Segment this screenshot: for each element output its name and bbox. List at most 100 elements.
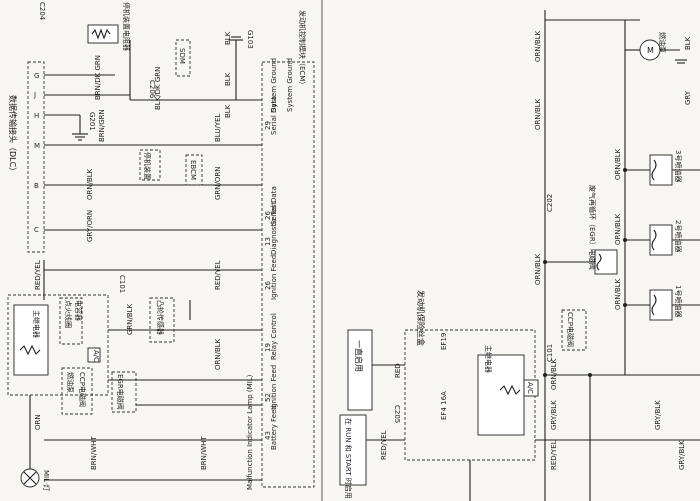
ecm-pin-7-num: 19 <box>264 343 272 352</box>
rwire-blk: BLK <box>684 36 692 50</box>
ac-right-label: A/C <box>526 382 534 394</box>
ecm-pin-6: Ignition Feed <box>270 255 278 300</box>
rwire-gry-blk-1: GRY/BLK <box>550 400 558 430</box>
egr-label: 废气再循环（EGR）电磁阀 <box>588 185 597 270</box>
run-start-label: 在 RUN 和 START 时启用 <box>344 418 353 499</box>
ecm-pin-5-num: 13 <box>264 237 272 246</box>
ecm-pin-8: Ignition Feed <box>270 365 278 410</box>
main-relay <box>13 304 49 376</box>
wire-label-orn: ORN <box>34 414 42 430</box>
injector-2-label: 2号喷油器 <box>674 220 683 252</box>
rwire-red: RED <box>394 363 402 378</box>
coil-label: 点火线圈 <box>64 300 73 328</box>
dlc-wires <box>44 40 262 231</box>
cam-sensor-box <box>149 297 175 343</box>
rwire-orn-blk-5: ORN/BLK <box>614 213 622 245</box>
ecm-pin-1: Serial Data <box>270 96 278 135</box>
wire-label-blk-1: BLK <box>224 31 232 45</box>
wire-label-red-yel-2: RED/YEL <box>214 260 222 290</box>
wire-label-blu-yel: BLU/YEL <box>214 113 222 142</box>
rwire-orn-blk-6: ORN/BLK <box>614 278 622 310</box>
g103-label: G103 <box>246 30 254 49</box>
always-hot-label: 一直启用 <box>354 340 364 372</box>
ecm-pin-4: Serial Data <box>270 186 278 225</box>
stop-device-label: 停机装置 <box>143 152 152 180</box>
run-start-box <box>339 414 367 486</box>
dlc-title: 数据传输接头（DLC） <box>8 95 18 175</box>
coil-box <box>59 297 83 345</box>
right-diagram: M 燃油泵 3号喷油器 2号喷油器 1号喷油器 废气再循环（EGR）电磁阀 <box>339 10 700 501</box>
stop-resistor-label: 停机装置电阻器 <box>122 2 131 51</box>
ground-g103: G103 <box>229 30 262 101</box>
wire-label-grn-orn: GRN/ORN <box>214 167 222 201</box>
main-relay-right <box>477 354 525 436</box>
stop-device-box <box>139 149 161 181</box>
ecm-pin-mil: Malfunction Indicator Lamp (MIL) <box>246 374 254 490</box>
c204-top-label: C204 <box>38 2 46 21</box>
ebcm-box <box>185 154 203 186</box>
rwire-gry-blk-2: GRY/BLK <box>654 400 662 430</box>
fuel-pump-relay-label: 燃油泵 <box>66 372 75 393</box>
rwire-red-yel-1: RED/YEL <box>380 430 388 460</box>
ecm-pin-2: System Ground <box>270 58 278 112</box>
right-wire-labels: ORN/BLK ORN/BLK ORN/BLK ORN/BLK ORN/BLK … <box>380 30 692 470</box>
sdm-box <box>175 39 191 77</box>
ground-g201: G201 <box>72 112 96 141</box>
fuse-rating: EF4 16A <box>440 391 448 420</box>
cam-sensor-label: 凸轮传感器 <box>156 300 165 335</box>
always-hot-box <box>347 329 373 411</box>
fuel-pump-label: 燃油泵 <box>658 32 667 53</box>
dlc-pin-g: G <box>34 72 39 80</box>
dlc-pin-b: B <box>34 182 39 190</box>
egr-solenoid-label: EGR电磁阀 <box>116 374 125 410</box>
ecm-pin-6-num: 26 <box>264 281 272 290</box>
relay-wires <box>29 260 262 481</box>
g201-label: G201 <box>88 112 96 131</box>
ecm-pin-1-num: 29 <box>264 121 272 130</box>
wire-label-brn-dkgrn: BRN/DK GRN <box>94 55 102 100</box>
wire-label-grn-blk: GRN/BLK <box>126 303 134 335</box>
dlc-pin-j: J <box>33 91 36 99</box>
ecm-pin-labels: Serial Data 29 System Ground System Grou… <box>246 58 294 490</box>
c101-right-label: C101 <box>546 344 554 362</box>
ac-box-right <box>523 379 539 397</box>
wire-label-blk-dkgrn: BLK/DK GRN <box>154 67 162 110</box>
ac-relay <box>87 347 101 363</box>
fuse-box-label: 发动机保险丝盒 <box>416 290 426 346</box>
wire-label-brn-wht-2: BRN/WHT <box>200 436 208 470</box>
rwire-orn-blk-1: ORN/BLK <box>534 30 542 62</box>
c202-label: C202 <box>546 194 554 212</box>
dlc-pin-m: M <box>34 142 40 150</box>
wire-label-brn-grn: BRN/GRN <box>98 109 106 142</box>
injector-1 <box>649 289 673 321</box>
ecm-title: 发动机控制模块（ECM） <box>298 10 307 88</box>
injector-1-label: 1号喷油器 <box>674 285 683 317</box>
ecm-pin-9: Battery Feed <box>270 405 278 450</box>
ecm-pin-5: Diagnostic Test <box>270 202 278 255</box>
injector-3-label: 3号喷油器 <box>674 150 683 182</box>
rwire-orn-blk-2: ORN/BLK <box>534 98 542 130</box>
left-diagram: 发动机控制模块（ECM） 数据传输接头（DLC） G J H M B C 停机装 <box>7 0 323 501</box>
injectors: 3号喷油器 2号喷油器 1号喷油器 <box>625 150 700 321</box>
main-relay-label: 主继电器 <box>32 310 41 338</box>
ecm-pin-7: Relay Control <box>270 313 278 360</box>
wire-label-orn-blk-2: ORN/BLK <box>214 338 222 370</box>
dlc-pin-c: C <box>34 226 39 234</box>
ccp-label: CCP电磁阀 <box>566 312 575 347</box>
dlc-box <box>27 61 45 253</box>
capacitor-label: 电容器 <box>74 300 83 321</box>
wire-label-gry-orn: GRY/ORN <box>86 210 94 242</box>
egr-solenoid-box <box>111 371 137 413</box>
rwire-gry: GRY <box>684 90 692 105</box>
wire-label-brn-wht-1: BRN/WHT <box>90 436 98 470</box>
fuel-pump-m: M <box>647 46 654 55</box>
c206-label: C206 <box>148 80 156 99</box>
dlc-pin-h: H <box>34 112 39 120</box>
ecm-pin-4-num: 26 <box>264 211 272 220</box>
ebcm-label: EBCM <box>189 160 197 180</box>
injector-3 <box>649 154 673 186</box>
wire-label-blk-2: BLK <box>224 72 232 86</box>
ecm-pin-9-num: 43 <box>264 431 272 440</box>
